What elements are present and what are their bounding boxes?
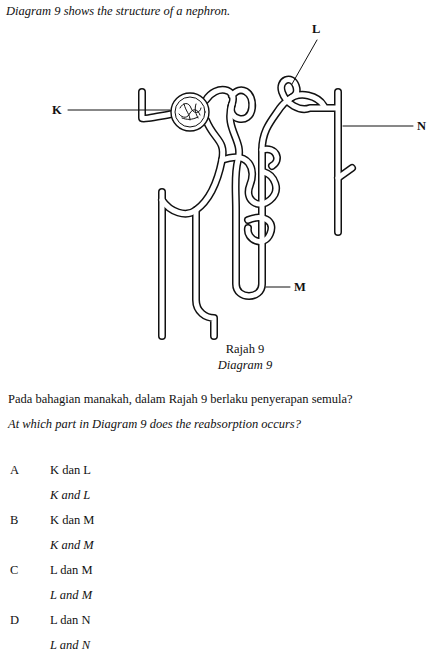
part-label: K: [52, 103, 62, 118]
part-label: L: [312, 22, 320, 37]
figure-title: Diagram 9 shows the structure of a nephr…: [6, 4, 230, 19]
figure-caption: Diagram 9: [218, 358, 273, 373]
option-letter: C: [10, 563, 18, 578]
option-text: L and M: [50, 588, 92, 603]
option-letter: D: [10, 613, 19, 628]
question-text: Pada bahagian manakah, dalam Rajah 9 ber…: [8, 392, 353, 407]
question-text: At which part in Diagram 9 does the reab…: [8, 417, 301, 432]
option-text: K and M: [50, 538, 94, 553]
option-text: L and N: [50, 638, 90, 653]
part-label: N: [417, 119, 426, 134]
option-text: L dan M: [50, 563, 93, 578]
option-text: K dan M: [50, 513, 94, 528]
part-label: M: [294, 280, 306, 295]
option-text: K and L: [50, 488, 90, 503]
option-text: L dan N: [50, 613, 91, 628]
figure-caption: Rajah 9: [226, 342, 265, 357]
option-letter: A: [10, 463, 19, 478]
option-text: K dan L: [50, 463, 91, 478]
option-letter: B: [10, 513, 18, 528]
